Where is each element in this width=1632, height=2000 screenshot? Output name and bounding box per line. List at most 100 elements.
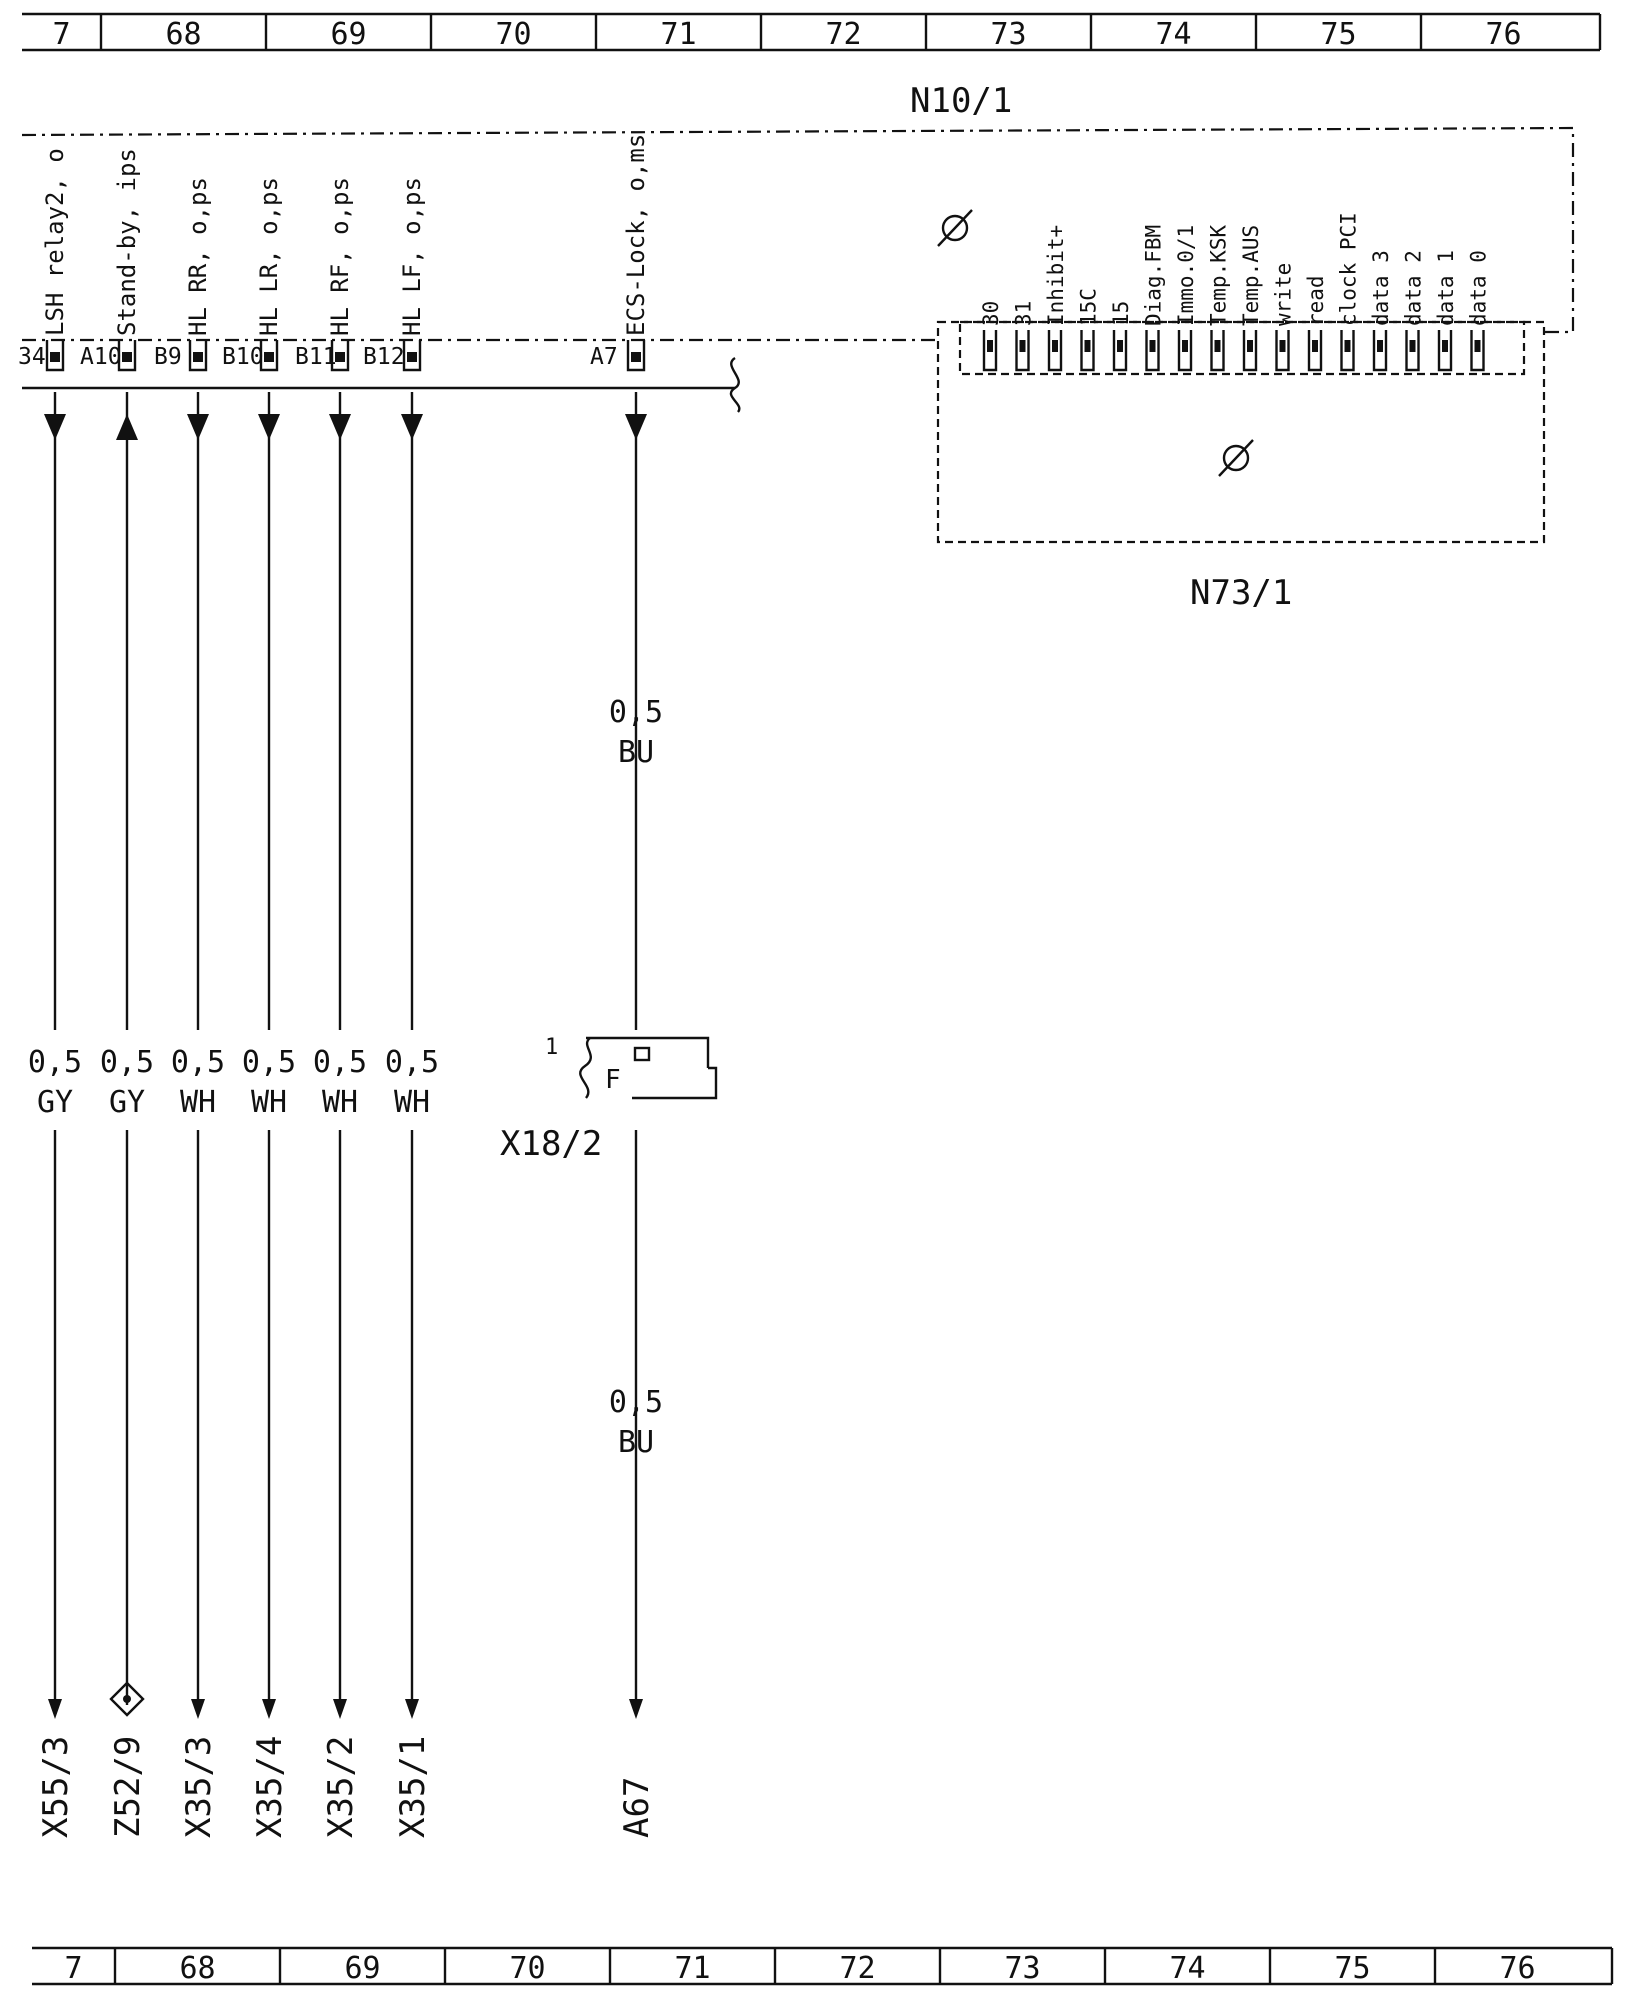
n73-ground-symbol-icon [1218,439,1254,477]
n73-pin: 31 [1012,301,1036,372]
arrow-down-icon [629,1699,643,1719]
n73-pin: 15 [1109,301,1133,372]
wire-gauge: 0,5 [100,1045,154,1080]
n73-pin-label: data 0 [1467,250,1491,326]
n73-pin-label: data 2 [1402,250,1426,326]
grid-number-top: 69 [330,17,366,52]
n73-pin-label: read [1304,275,1328,326]
grid-number-bottom: 75 [1334,1951,1370,1986]
destination-label: X55/3 [36,1736,76,1838]
n73-pin: data 1 [1434,250,1458,372]
n73-module-label: N73/1 [1190,573,1292,613]
grid-number-bottom: 70 [509,1951,545,1986]
x18-pin-letter: F [605,1065,621,1095]
grid-number-bottom: 69 [344,1951,380,1986]
signal-label: ECS-Lock, o,ms [622,134,650,336]
wire-color: WH [251,1085,287,1120]
n73-pin: data 2 [1402,250,1426,372]
n73-pin-label: Diag.FBM [1142,225,1166,326]
n73-pin: Temp.KSK [1207,224,1231,372]
wire-gauge-lower: 0,5 [609,1385,663,1420]
grid-number-bottom: 73 [1004,1951,1040,1986]
grid-strip-top [22,12,1602,52]
pin-label: B11 [295,344,337,370]
wire-color: GY [37,1085,73,1120]
grid-number-top: 68 [165,17,201,52]
n73-pin-label: 15C [1077,288,1101,326]
pin-contact [631,352,641,362]
pin-label: A7 [590,344,618,370]
pin-label: B12 [363,344,405,370]
arrow-down-icon [329,414,351,440]
destination-label: X35/2 [321,1736,361,1838]
pin-contact [407,352,417,362]
grid-number-bottom: 76 [1499,1951,1535,1986]
pin-label: A10 [80,344,122,370]
wire-gauge: 0,5 [171,1045,225,1080]
n73-pin: Diag.FBM [1142,225,1166,372]
n73-pins: 30 31 Inhibit+ 15C 15 Diag.FBM Immo.0/1 Temp.KS… [979,212,1491,372]
destination-label: A67 [617,1777,657,1838]
wire-gauge: 0,5 [313,1045,367,1080]
n73-pin-label: Immo.0/1 [1174,225,1198,326]
signal-label: LSH relay2, o [41,148,69,336]
n73-pin-label: Temp.AUS [1239,225,1263,326]
n73-pin: clock PCI [1337,212,1361,372]
n73-pin: Inhibit+ [1044,225,1068,372]
grid-number-top: 75 [1320,17,1356,52]
wire-gauge: 0,5 [28,1045,82,1080]
splice-icon [109,1681,145,1717]
pin-b11-wire: B11 HL RF, o,ps 0,5WH X35/2 [295,177,367,1838]
pin-contact [264,352,274,362]
n73-pin-label: write [1272,263,1296,326]
connector-break-mark [729,356,741,413]
wire-color: BU [618,735,654,770]
arrow-down-icon [258,414,280,440]
n73-connector-block [958,320,1526,376]
grid-number-bottom: 72 [839,1951,875,1986]
arrow-down-icon [405,1699,419,1719]
grid-number-bottom: 71 [674,1951,710,1986]
n73-pin: 15C [1077,288,1101,372]
wire-color: GY [109,1085,145,1120]
arrow-down-icon [625,414,647,440]
destination-label: X35/3 [179,1736,219,1838]
arrow-down-icon [44,414,66,440]
arrow-down-icon [333,1699,347,1719]
n73-pin-label: clock PCI [1337,212,1361,326]
arrow-down-icon [48,1699,62,1719]
grid-number-top: 71 [660,17,696,52]
grid-number-top: 7 [52,17,70,52]
grid-number-top: 73 [990,17,1026,52]
wire-color: WH [394,1085,430,1120]
destination-label: X35/1 [393,1736,433,1838]
n10-module-label: N10/1 [910,81,1012,121]
n73-pin-label: Temp.KSK [1207,224,1231,326]
n73-pin: data 0 [1467,250,1491,372]
wire-gauge: 0,5 [609,695,663,730]
signal-label: Stand-by, ips [113,148,141,336]
signal-label: HL RR, o,ps [184,177,212,336]
n10-module-outline [21,126,1575,334]
arrow-up-icon [116,414,138,440]
n73-pin: 30 [979,301,1003,372]
arrow-down-icon [191,1699,205,1719]
n73-pin-label: data 1 [1434,250,1458,326]
grid-number-top: 70 [495,17,531,52]
wire-color: WH [322,1085,358,1120]
grid-number-top: 72 [825,17,861,52]
arrow-down-icon [401,414,423,440]
n73-pin-label: 30 [979,301,1003,326]
signal-label: HL RF, o,ps [326,177,354,336]
n73-pin: read [1304,275,1328,372]
wire-color-lower: BU [618,1425,654,1460]
